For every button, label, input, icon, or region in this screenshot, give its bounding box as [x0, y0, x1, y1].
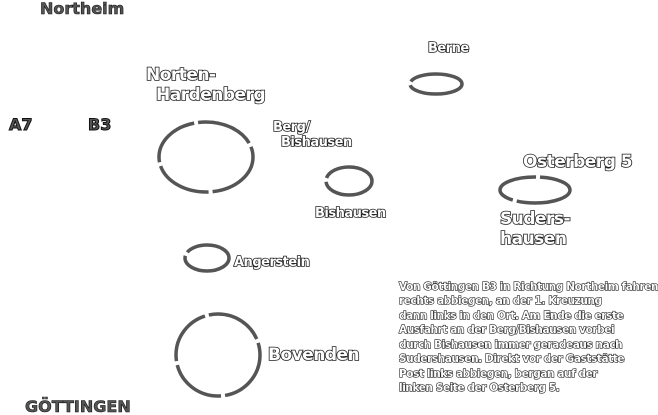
directions-line: dann links in den Ort. Am Ende die erste [398, 309, 624, 322]
directions-line: linken Seite der Osterberg 5. [398, 382, 560, 395]
village-label-bovenden: Bovenden [267, 345, 360, 366]
nortenhardenberg-line1: Norten- [145, 65, 217, 86]
sudershausen-line1: Suders- [499, 209, 571, 230]
nortenhardenberg-line2: Hardenberg [155, 84, 266, 105]
village-label-berg-bishausen: Berg/ Bishausen [272, 119, 353, 151]
directions-line: Sudershausen. Direkt vor der Gaststätte [398, 353, 625, 366]
berne-town-outline[interactable] [408, 72, 464, 96]
village-label-sudershausen: Suders- hausen [499, 209, 571, 249]
village-label-angerstein: Angerstein [233, 254, 310, 270]
nortenhardenberg-town-outline[interactable] [157, 120, 255, 194]
bovenden-town-outline[interactable] [174, 312, 262, 398]
sudershausen-line2: hausen [499, 228, 568, 249]
road-label-b3: B3 [87, 115, 112, 135]
directions-line: Von Göttingen B3 in Richtung Northeim fa… [398, 280, 658, 293]
angerstein-town-outline[interactable] [183, 243, 231, 273]
bishausen-town-outline[interactable] [324, 165, 374, 197]
village-label-berne: Berne [427, 40, 470, 56]
village-label-bishausen: Bishausen [314, 205, 387, 221]
sudershausen-town-outline[interactable] [498, 175, 572, 205]
directions-line: durch Bishausen immer geradeaus nach [398, 338, 623, 351]
directions-text: Von Göttingen B3 in Richtung Northeim fa… [398, 280, 658, 396]
berg-bishausen-line1: Berg/ [272, 119, 311, 135]
directions-line: Post links abbiegen, bergan auf der [398, 367, 598, 380]
city-label-northeim: Northeim [40, 0, 125, 18]
village-label-nortenhardenberg: Norten- Hardenberg [145, 65, 266, 105]
directions-line: rechts abbiegen, an der 1. Kreuzung [398, 295, 602, 308]
village-label-osterberg: Osterberg 5 [522, 152, 633, 173]
road-label-a7: A7 [9, 115, 33, 135]
berg-bishausen-line2: Bishausen [280, 134, 353, 150]
directions-line: Ausfahrt an der Berg/Bishausen vorbei [398, 324, 615, 337]
city-label-goettingen: GÖTTINGEN [25, 397, 131, 415]
